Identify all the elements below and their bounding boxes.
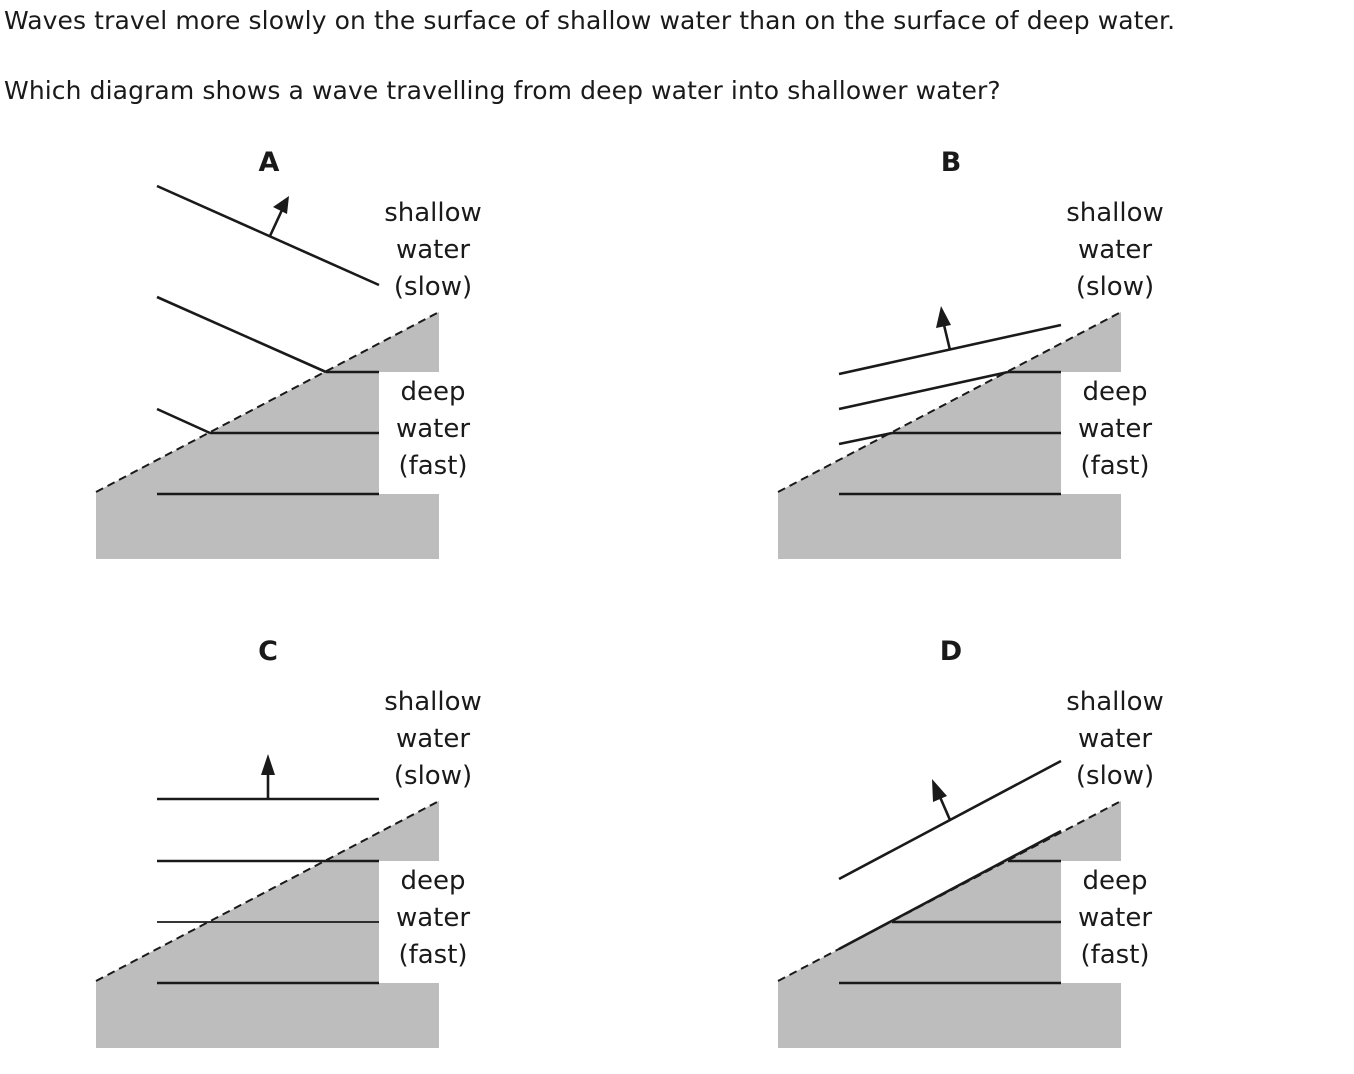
wavefront bbox=[156, 407, 211, 435]
direction-arrow bbox=[942, 324, 952, 351]
option-letter: B bbox=[940, 147, 962, 178]
option-letter: C bbox=[258, 636, 278, 667]
question-text: Waves travel more slowly on the surface … bbox=[4, 6, 1176, 35]
deep-water-region bbox=[778, 801, 1121, 1048]
wave-diagram bbox=[95, 184, 440, 559]
wavefront bbox=[156, 184, 380, 287]
wave-diagram bbox=[777, 759, 1122, 1048]
wavefront bbox=[156, 295, 327, 374]
arrow-head bbox=[273, 196, 289, 214]
deep-water-region bbox=[778, 312, 1121, 559]
wavefront bbox=[838, 431, 893, 446]
arrow-head bbox=[261, 754, 275, 775]
wavefront bbox=[838, 829, 1062, 951]
deep-water-region bbox=[96, 801, 439, 1048]
deep-water-region bbox=[96, 312, 439, 559]
direction-arrow bbox=[938, 796, 952, 821]
direction-arrow bbox=[268, 209, 284, 237]
option-letter: D bbox=[939, 636, 963, 667]
wave-diagram bbox=[95, 754, 440, 1048]
arrow-head bbox=[936, 306, 951, 328]
option-letter: A bbox=[258, 147, 280, 178]
question-prompt: Which diagram shows a wave travelling fr… bbox=[4, 76, 1001, 105]
wavefront bbox=[838, 370, 1009, 411]
wave-diagram bbox=[777, 306, 1122, 559]
arrow-head bbox=[932, 779, 947, 802]
